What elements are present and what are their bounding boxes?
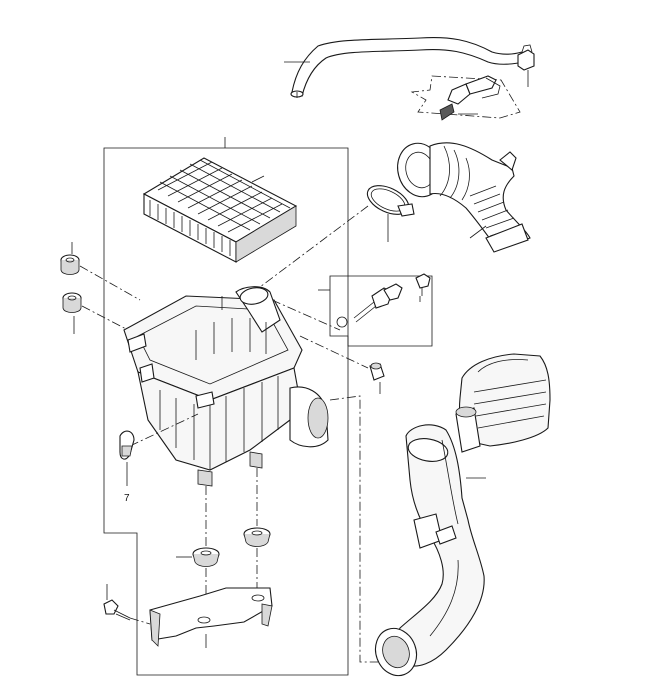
grommet-lower[interactable] (62, 292, 82, 313)
sensor-inset-outline (410, 75, 521, 119)
temperature-sensor-inset (329, 275, 433, 347)
cap[interactable] (369, 362, 385, 381)
air-cleaner-housing[interactable] (123, 286, 329, 487)
temperature-sensor[interactable] (336, 283, 403, 328)
hose-clamp-large[interactable] (363, 180, 415, 220)
bracket[interactable] (149, 587, 273, 647)
assembly-bracket-frame (103, 137, 349, 676)
air-intake-duct-bellows[interactable] (392, 138, 531, 253)
mounting-rubber-left[interactable] (192, 547, 220, 567)
assembly-line (299, 335, 369, 369)
assembly-line (255, 205, 369, 291)
hose-clamp-small[interactable] (517, 44, 535, 71)
callout-leader (251, 175, 265, 183)
assembly-line (129, 617, 151, 625)
bolt[interactable] (415, 273, 431, 296)
callout-number-7: 7 (124, 493, 130, 504)
callout-leader (469, 225, 487, 239)
resonator[interactable] (455, 353, 551, 453)
mass-air-flow-sensor[interactable] (439, 75, 501, 121)
grommet-upper[interactable] (60, 254, 80, 275)
assembly-line (329, 395, 378, 663)
air-intake-pipe[interactable] (369, 424, 485, 682)
assembly-line (79, 265, 141, 301)
assembly-line (271, 299, 341, 331)
air-filter-element[interactable] (142, 157, 298, 263)
mounting-rubber-right[interactable] (243, 527, 271, 547)
screw[interactable] (103, 599, 131, 621)
assembly-line (81, 305, 129, 331)
drain-valve[interactable] (119, 430, 135, 460)
assembly-line (129, 413, 199, 447)
